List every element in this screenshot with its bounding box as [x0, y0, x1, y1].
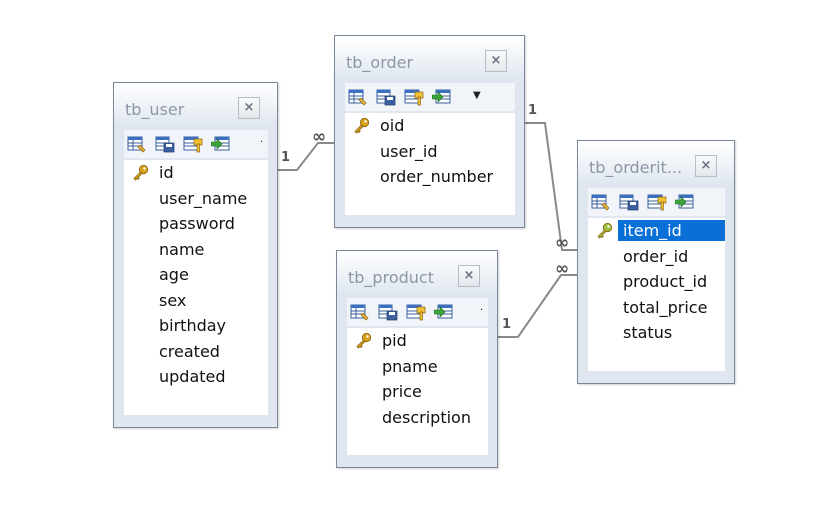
table-titlebar[interactable]: tb_product × — [337, 251, 497, 295]
table-toolbar — [588, 188, 725, 216]
field-name: price — [382, 382, 422, 401]
field-row[interactable]: status — [588, 320, 725, 345]
design-table-key-icon[interactable] — [647, 193, 667, 211]
table-titlebar[interactable]: tb_orderit... × — [578, 141, 734, 185]
design-table-key-icon[interactable] — [404, 88, 424, 106]
design-table-key-icon[interactable] — [406, 303, 426, 321]
close-table-button[interactable]: × — [458, 265, 480, 287]
field-name: created — [159, 341, 220, 361]
relationship-many-label: ∞ — [555, 233, 570, 253]
chevron-down-icon[interactable]: ▼ — [473, 90, 481, 101]
field-name: birthday — [159, 316, 227, 335]
relationship-line-order-orderitem[interactable] — [525, 122, 577, 251]
table-titlebar[interactable]: tb_order × — [335, 36, 524, 80]
new-table-icon[interactable] — [127, 135, 147, 153]
field-list: oid user_id order_number — [345, 113, 515, 215]
field-list: id user_name password name age sex birthday cre… — [124, 160, 268, 415]
field-row[interactable]: password — [124, 211, 268, 236]
field-name: status — [623, 323, 673, 342]
field-name: updated — [159, 367, 226, 386]
field-row[interactable]: item_id — [588, 218, 725, 243]
import-table-icon[interactable] — [211, 135, 231, 153]
table-title: tb_orderit... — [589, 158, 683, 177]
relationship-many-label: ∞ — [312, 127, 327, 147]
save-table-icon[interactable] — [619, 193, 639, 211]
close-table-button[interactable]: × — [695, 155, 717, 177]
table-title: tb_product — [348, 268, 434, 287]
save-table-icon[interactable] — [155, 135, 175, 153]
save-table-icon[interactable] — [378, 303, 398, 321]
new-table-icon[interactable] — [350, 303, 370, 321]
table-toolbar: · — [347, 298, 488, 326]
field-name: name — [159, 239, 205, 259]
field-name: user_id — [380, 141, 438, 161]
field-row[interactable]: user_id — [345, 139, 515, 164]
field-name: pid — [382, 331, 407, 350]
table-title: tb_order — [346, 53, 414, 72]
table-window-tb_user[interactable]: tb_user × · id user_name password name age sex bi… — [113, 82, 278, 428]
field-row[interactable]: user_name — [124, 186, 268, 211]
field-name: age — [159, 265, 189, 284]
field-row[interactable]: price — [347, 379, 488, 404]
field-name: item_id — [618, 220, 725, 241]
primary-key-icon — [596, 222, 614, 240]
close-table-button[interactable]: × — [485, 50, 507, 72]
field-row[interactable]: age — [124, 262, 268, 287]
field-row[interactable]: order_number — [345, 164, 515, 189]
field-name: order_number — [380, 167, 494, 186]
field-row[interactable]: oid — [345, 113, 515, 138]
primary-key-icon — [353, 117, 371, 135]
relationship-many-label: ∞ — [555, 259, 570, 279]
field-name: password — [159, 214, 235, 233]
field-name: order_id — [623, 246, 689, 266]
field-name: total_price — [623, 297, 708, 317]
field-row[interactable]: name — [124, 237, 268, 262]
design-table-key-icon[interactable] — [183, 135, 203, 153]
new-table-icon[interactable] — [591, 193, 611, 211]
field-name: product_id — [623, 272, 708, 291]
field-row[interactable]: pid — [347, 328, 488, 353]
field-name: oid — [380, 116, 405, 135]
relationship-one-label: 1 — [281, 150, 291, 165]
field-row[interactable]: description — [347, 405, 488, 430]
table-title: tb_user — [125, 100, 185, 119]
field-name: pname — [382, 356, 438, 376]
save-table-icon[interactable] — [376, 88, 396, 106]
close-table-button[interactable]: × — [238, 97, 260, 119]
chevron-down-icon[interactable]: · — [260, 137, 264, 148]
field-name: sex — [159, 290, 187, 310]
table-window-tb_order[interactable]: tb_order × ▼ oid user_id order_number — [334, 35, 525, 228]
relationship-one-label: 1 — [528, 103, 538, 118]
import-table-icon[interactable] — [432, 88, 452, 106]
primary-key-icon — [355, 332, 373, 350]
field-row[interactable]: created — [124, 339, 268, 364]
field-name: user_name — [159, 188, 248, 208]
primary-key-icon — [132, 164, 150, 182]
field-name: id — [159, 163, 174, 182]
field-row[interactable]: order_id — [588, 244, 725, 269]
field-row[interactable]: id — [124, 160, 268, 185]
field-row[interactable]: birthday — [124, 313, 268, 338]
field-list: pid pname price description — [347, 328, 488, 455]
field-row[interactable]: product_id — [588, 269, 725, 294]
table-toolbar: ▼ — [345, 83, 515, 111]
field-name: description — [382, 407, 471, 427]
table-toolbar: · — [124, 130, 268, 158]
relationship-one-label: 1 — [502, 317, 512, 332]
field-row[interactable]: pname — [347, 354, 488, 379]
table-window-tb_product[interactable]: tb_product × · pid pname price description — [336, 250, 498, 468]
new-table-icon[interactable] — [348, 88, 368, 106]
chevron-down-icon[interactable]: · — [480, 305, 484, 316]
table-titlebar[interactable]: tb_user × — [114, 83, 277, 127]
field-row[interactable]: total_price — [588, 295, 725, 320]
import-table-icon[interactable] — [434, 303, 454, 321]
import-table-icon[interactable] — [675, 193, 695, 211]
field-row[interactable]: updated — [124, 364, 268, 389]
field-row[interactable]: sex — [124, 288, 268, 313]
